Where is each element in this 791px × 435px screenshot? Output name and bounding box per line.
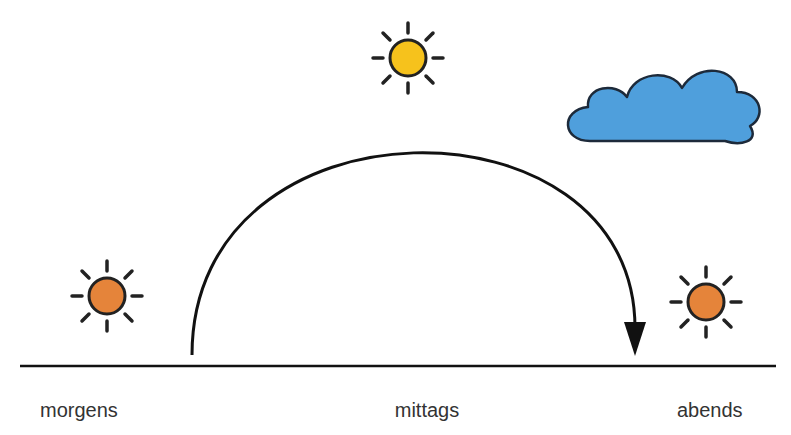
noon-sun xyxy=(373,23,443,93)
sun-path-arc xyxy=(192,153,635,355)
time-label: abends xyxy=(677,398,743,422)
horizon-line xyxy=(20,365,776,368)
time-label: mittags xyxy=(395,398,459,422)
time-label: morgens xyxy=(40,398,118,422)
morning-sun xyxy=(72,261,142,331)
cloud xyxy=(568,71,760,143)
evening-sun xyxy=(671,267,741,337)
arrow-head xyxy=(624,322,646,356)
